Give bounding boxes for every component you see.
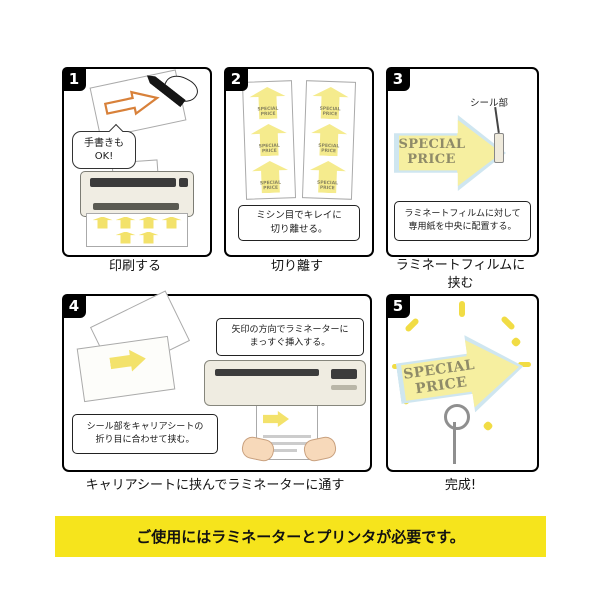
- step5-number-badge: 5: [386, 294, 410, 318]
- insert-direction-note: 矢印の方向でラミネーターに まっすぐ挿入する。: [216, 318, 364, 356]
- price-arrow-label: SPECIAL PRICE: [309, 160, 346, 193]
- mini-price-arrow: [115, 231, 136, 244]
- step2-number-badge: 2: [224, 67, 248, 91]
- step3-panel: 3 シール部 SPECIAL PRICE ラミネートフィルムに対して 専用紙を中…: [386, 67, 539, 257]
- seal-pointer-line: [494, 107, 500, 133]
- requirement-banner: ご使用にはラミネーターとプリンタが必要です。: [55, 516, 546, 557]
- step2-panel: 2 SPECIAL PRICE SPECIAL PRICE SPECIAL PR…: [224, 67, 374, 257]
- sparkle-diamond-icon: [482, 420, 494, 432]
- step5-caption: 完成!: [444, 478, 477, 493]
- sheet-text-line: [263, 442, 311, 445]
- sparkle-icon: [459, 301, 465, 317]
- seal-tab: [494, 133, 504, 163]
- stand-stick: [453, 422, 456, 464]
- laminator-slot: [215, 369, 319, 376]
- perforation-note: ミシン目でキレイに 切り離せる。: [238, 205, 360, 241]
- laminate-film: SPECIAL PRICE: [394, 115, 506, 191]
- price-arrow-text: SPECIAL PRICE: [257, 106, 279, 118]
- stand-clip-loop: [444, 404, 470, 430]
- step3-caption: ラミネートフィルムに 挟む: [395, 258, 526, 291]
- sparkle-diamond-icon: [510, 336, 522, 348]
- printer: [80, 171, 194, 217]
- step1-number-badge: 1: [62, 67, 86, 91]
- mini-price-arrow: [115, 216, 136, 229]
- printed-sheet: [86, 213, 188, 247]
- carrier-fold-note: シール部をキャリアシートの 折り目に合わせて挟む。: [72, 414, 218, 454]
- carrier-sheet-front: [76, 335, 176, 403]
- sheet-text-line: [263, 449, 297, 452]
- step4-panel: 4 シール部をキャリアシートの 折り目に合わせて挟む。 矢印の方向でラミネーター…: [62, 290, 372, 472]
- price-arrow-label: SPECIAL PRICE: [310, 123, 347, 156]
- step3-number-badge: 3: [386, 67, 410, 91]
- price-arrow-label: SPECIAL PRICE: [249, 86, 286, 119]
- price-arrow-text: SPECIAL PRICE: [316, 180, 339, 192]
- mini-price-arrow: [161, 216, 182, 229]
- laminator-vent: [331, 385, 357, 390]
- mini-price-arrow: [263, 411, 289, 427]
- handwriting-ok-bubble: 手書きも OK!: [72, 131, 136, 169]
- sparkle-icon: [518, 362, 531, 367]
- price-arrow-text: SPECIAL PRICE: [259, 180, 282, 192]
- price-arrow-sign: SPECIAL PRICE: [398, 119, 502, 187]
- price-arrow-label: SPECIAL PRICE: [252, 160, 289, 193]
- handwriting-paper: [89, 69, 187, 139]
- printer-output-slot: [93, 203, 179, 210]
- film-placement-note: ラミネートフィルムに対して 専用紙を中央に配置する。: [394, 201, 531, 241]
- step1-caption: 印刷する: [108, 259, 161, 274]
- price-arrow-label: SPECIAL PRICE: [250, 123, 287, 156]
- price-arrow-sign-text: SPECIAL PRICE: [398, 137, 466, 167]
- mini-price-arrow: [138, 231, 159, 244]
- printer-control-strip: [90, 178, 176, 187]
- step1-panel: 1 手書きも OK!: [62, 67, 212, 257]
- step4-number-badge: 4: [62, 294, 86, 318]
- label-sheet-right: SPECIAL PRICE SPECIAL PRICE SPECIAL PRIC…: [301, 80, 357, 200]
- mini-price-arrow: [92, 216, 113, 229]
- sheet-text-line: [263, 435, 311, 438]
- printer-power-button: [179, 178, 188, 187]
- seal-part-label: シール部: [470, 98, 509, 109]
- step2-caption: 切り離す: [270, 259, 323, 274]
- step5-panel: 5 SPECIAL PRICE: [386, 294, 539, 472]
- mini-price-arrow: [138, 216, 159, 229]
- laminator-control-panel: [331, 369, 357, 379]
- price-arrow-text: SPECIAL PRICE: [258, 143, 280, 155]
- laminator: [204, 360, 366, 406]
- sketch-arrow-icon: [103, 90, 160, 116]
- price-arrow-text: SPECIAL PRICE: [318, 143, 340, 155]
- step4-caption: キャリアシートに挟んでラミネーターに通す: [85, 478, 345, 493]
- sparkle-icon: [500, 315, 516, 331]
- finished-sign-text: SPECIAL PRICE: [402, 356, 476, 398]
- price-arrow-label: SPECIAL PRICE: [312, 86, 349, 119]
- label-sheet-left: SPECIAL PRICE SPECIAL PRICE SPECIAL PRIC…: [241, 80, 297, 200]
- sparkle-icon: [404, 317, 420, 333]
- price-arrow-text: SPECIAL PRICE: [319, 106, 341, 118]
